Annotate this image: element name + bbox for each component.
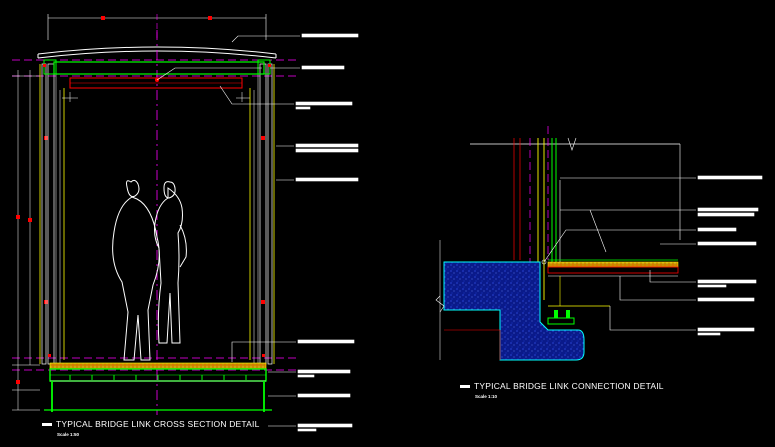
concrete-foundation bbox=[443, 261, 585, 361]
connection-scale: Scale 1:10 bbox=[475, 394, 498, 399]
right-post bbox=[253, 63, 273, 365]
connection-leaders bbox=[543, 175, 763, 336]
connection-floor bbox=[541, 259, 679, 325]
floor-slab bbox=[44, 362, 272, 412]
left-dimension bbox=[12, 70, 40, 411]
cross-section-leaders bbox=[156, 33, 359, 432]
connection-title-text: TYPICAL BRIDGE LINK CONNECTION DETAIL bbox=[474, 381, 664, 391]
cross-section-title-text: TYPICAL BRIDGE LINK CROSS SECTION DETAIL bbox=[56, 419, 260, 429]
human-figures bbox=[112, 179, 187, 361]
cross-section-drawing bbox=[12, 14, 359, 432]
top-beam bbox=[43, 59, 271, 89]
cross-section-title: TYPICAL BRIDGE LINK CROSS SECTION DETAIL bbox=[42, 419, 260, 429]
cross-section-scale: Scale 1:50 bbox=[57, 432, 80, 437]
title-bar-icon bbox=[42, 423, 52, 427]
connection-drawing bbox=[435, 126, 763, 361]
title-bar-icon bbox=[460, 385, 470, 389]
connection-title: TYPICAL BRIDGE LINK CONNECTION DETAIL bbox=[460, 381, 664, 391]
left-post bbox=[41, 63, 61, 365]
